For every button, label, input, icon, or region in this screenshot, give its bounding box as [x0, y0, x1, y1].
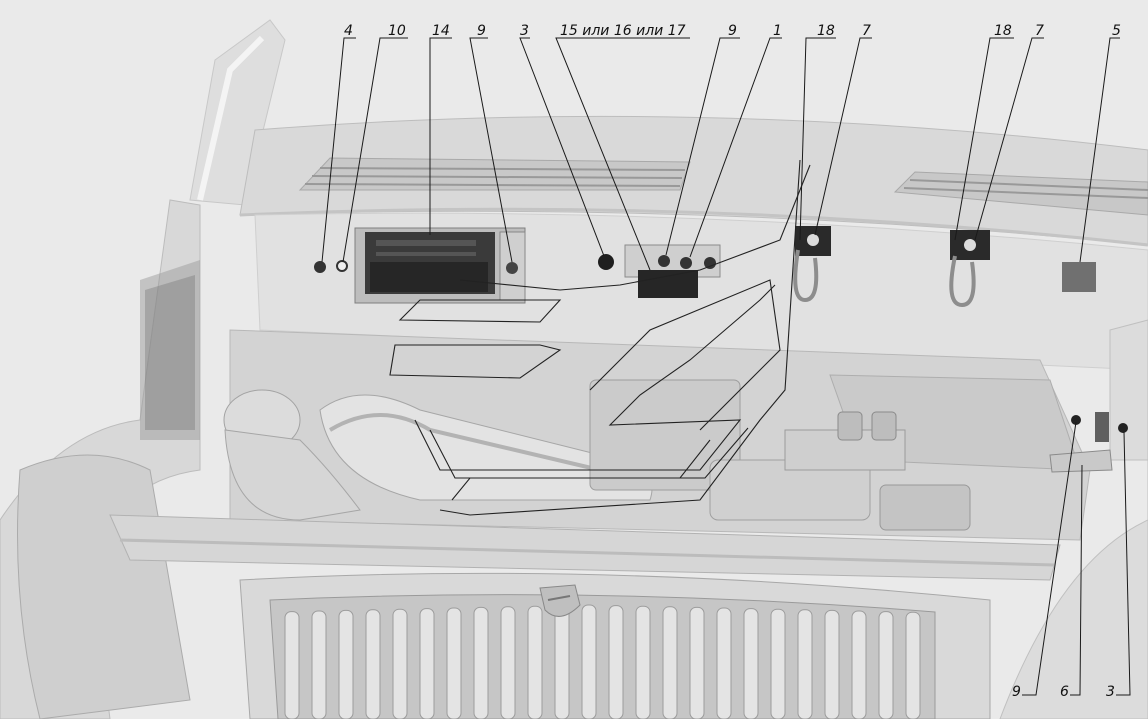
cable-routing-outline — [389, 159, 811, 516]
hood-lock-right — [949, 230, 990, 308]
callout-18-b: 18 — [994, 23, 1012, 39]
radiator-support — [109, 514, 1061, 581]
grille-slat — [473, 606, 489, 719]
grille-slat — [311, 610, 327, 719]
plug-5 — [1062, 262, 1096, 292]
grille-slat — [851, 610, 867, 719]
sensor-cluster — [598, 244, 721, 298]
leader-lines — [321, 37, 1131, 696]
callout-7-a: 7 — [862, 23, 871, 39]
grille-slats — [284, 604, 921, 719]
bolt-4 — [314, 261, 326, 273]
hood-lock-left — [793, 226, 831, 303]
callout-3-a: 3 — [520, 23, 529, 39]
grille-slat — [392, 608, 408, 719]
grille-slat — [689, 606, 705, 719]
callout-10: 10 — [388, 23, 406, 39]
grille-slat — [716, 607, 732, 719]
grille-slat — [284, 611, 300, 719]
grille-slat — [446, 607, 462, 719]
coil-brackets — [784, 411, 971, 531]
grille-emblem — [539, 584, 581, 617]
grille-slat — [824, 609, 840, 719]
callout-15-16-17: 15 или 16 или 17 — [560, 23, 686, 39]
callout-9-c: 9 — [1012, 684, 1021, 700]
ecu-box — [354, 227, 526, 304]
grille-slat — [878, 611, 894, 719]
grille-slat — [554, 605, 570, 719]
grille-slat — [365, 609, 381, 719]
callout-3-b: 3 — [1106, 684, 1115, 700]
grille-slat — [797, 609, 813, 719]
grille-slat — [662, 606, 678, 719]
nut-10 — [336, 260, 348, 272]
grille-slat — [770, 608, 786, 719]
grille-slat — [608, 605, 624, 719]
callout-4: 4 — [344, 23, 353, 39]
callout-6: 6 — [1060, 684, 1069, 700]
grille-slat — [743, 608, 759, 719]
grille-slat — [338, 609, 354, 719]
hood-panel — [189, 19, 286, 206]
grille-slat — [419, 608, 435, 719]
grille-slat — [905, 611, 921, 719]
callout-7-b: 7 — [1035, 23, 1044, 39]
grille-slat — [581, 604, 597, 719]
grille-slat — [527, 605, 543, 719]
right-fender — [999, 319, 1148, 719]
grille-slat — [500, 606, 516, 719]
callout-9-a: 9 — [477, 23, 486, 39]
callout-9-b: 9 — [728, 23, 737, 39]
cowl-vent-right — [893, 171, 1148, 216]
callout-1: 1 — [773, 23, 782, 39]
callout-5: 5 — [1112, 23, 1121, 39]
callout-14: 14 — [432, 23, 450, 39]
callout-18-a: 18 — [817, 23, 835, 39]
lower-right-bracket — [1049, 412, 1128, 473]
grille-slat — [635, 605, 651, 719]
